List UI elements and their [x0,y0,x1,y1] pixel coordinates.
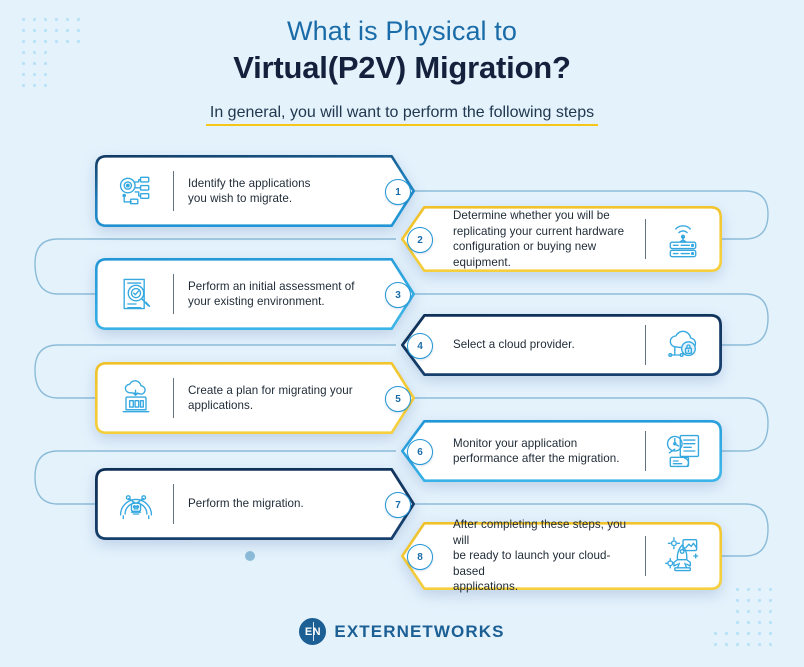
rocket-launch-icon [660,533,706,579]
step-number-badge-3: 3 [385,282,411,308]
step-text-7: Perform the migration. [188,497,304,511]
card-divider [173,378,174,418]
card-divider [173,274,174,314]
card-divider [173,171,174,211]
step-card-4[interactable]: Select a cloud provider. [401,314,722,376]
step-number-badge-2: 2 [407,227,433,253]
logo-mark-divider [312,622,314,641]
brand-logo: EN EXTERNETWORKS [0,618,804,645]
performance-monitor-icon [660,428,706,474]
logo-wordmark: EXTERNETWORKS [334,621,505,641]
subtitle: In general, you will want to perform the… [209,104,595,121]
connector-end-dot [245,551,255,561]
header: What is Physical to Virtual(P2V) Migrati… [0,0,804,126]
card-divider [173,484,174,524]
step-number-badge-1: 1 [385,179,411,205]
card-divider [645,431,646,471]
robot-arm-icon [113,481,159,527]
card-divider [645,219,646,259]
network-settings-icon [113,168,159,214]
title-line-2: Virtual(P2V) Migration? [233,50,571,85]
logo-mark-en: EN [299,618,327,645]
card-divider [645,325,646,365]
subtitle-underline [205,124,599,126]
logo-mark-text: EN [305,626,321,638]
step-card-7[interactable]: Perform the migration. [95,468,415,540]
title-line-1: What is Physical to [287,16,517,46]
subtitle-wrapper: In general, you will want to perform the… [205,102,599,126]
step-number-badge-5: 5 [385,386,411,412]
wireless-router-icon [660,216,706,262]
step-number-badge-8: 8 [407,544,433,570]
step-number-badge-7: 7 [385,492,411,518]
cloud-laptop-icon [113,375,159,421]
step-number-badge-4: 4 [407,333,433,359]
step-text-4: Select a cloud provider. [453,338,575,352]
card-divider [645,536,646,576]
step-number-badge-6: 6 [407,439,433,465]
cloud-lock-icon [660,322,706,368]
document-audit-icon [113,271,159,317]
